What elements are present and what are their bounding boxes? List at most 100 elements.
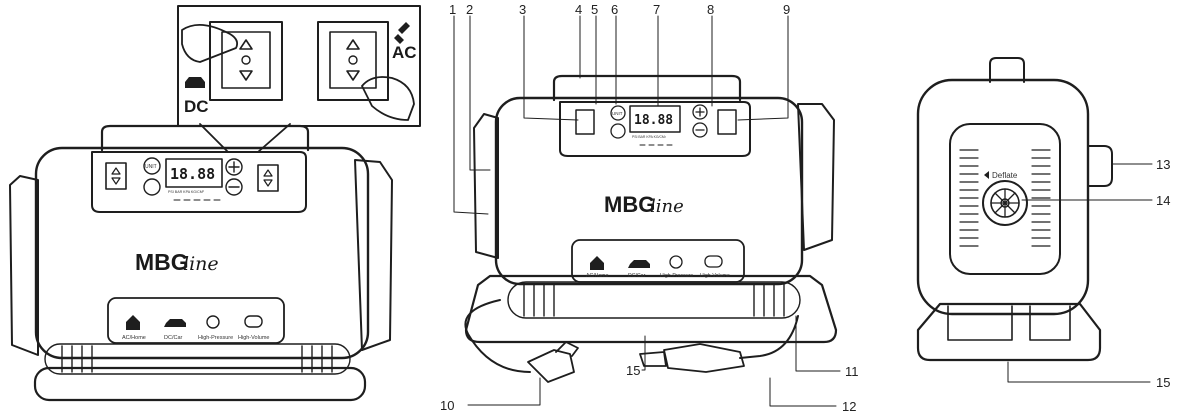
- right-base: [916, 302, 1102, 362]
- inset-pointer: [199, 123, 291, 153]
- right-vent-left: [959, 149, 979, 247]
- leader-11: [795, 315, 841, 372]
- leader-2: [469, 15, 491, 171]
- left-front-view: UNIT 18.88 PSI BAR KPA KG/CM² MBG line A…: [9, 124, 393, 402]
- callout-2: 2: [466, 2, 473, 17]
- leader-1: [453, 15, 489, 215]
- svg-text:UNIT: UNIT: [612, 111, 623, 116]
- callout-10: 10: [440, 398, 454, 413]
- right-side-grip: [354, 159, 393, 351]
- middle-view: UNIT 18.88 PSI BAR KPA KG/CM² MBG line A…: [464, 74, 838, 383]
- callout-6: 6: [611, 2, 618, 17]
- left-lcd-value: 18.88: [170, 165, 215, 183]
- middle-right-grip: [797, 103, 835, 251]
- left-unit-button[interactable]: [143, 157, 161, 175]
- svg-text:PSI BAR KPA KG/CM²: PSI BAR KPA KG/CM²: [168, 190, 205, 194]
- inset-dc-finger: [181, 24, 239, 63]
- left-lcd-display: [165, 158, 223, 188]
- callout-11: 11: [845, 364, 859, 379]
- right-inner-panel: [949, 123, 1061, 275]
- left-minus-button[interactable]: [225, 178, 243, 196]
- right-body: [916, 78, 1090, 316]
- svg-text:DC/Car: DC/Car: [164, 335, 183, 341]
- middle-hose-coil: [507, 281, 801, 319]
- right-side-port[interactable]: [1087, 145, 1113, 187]
- middle-lcd-value: 18.88: [634, 113, 673, 128]
- middle-ac-switch[interactable]: [717, 109, 737, 135]
- left-dc-switch[interactable]: [105, 162, 127, 190]
- svg-text:High-Volume: High-Volume: [700, 273, 730, 279]
- callout-12: 12: [842, 399, 856, 414]
- middle-power-cord: [739, 315, 799, 359]
- inset-car-icon: [185, 77, 205, 88]
- inset-plug-icon: [394, 22, 410, 44]
- callout-8: 8: [707, 2, 714, 17]
- middle-base: [464, 274, 838, 344]
- deflate-knob[interactable]: [982, 180, 1028, 226]
- callout-9: 9: [783, 2, 790, 17]
- house-icon: [126, 315, 140, 330]
- switch-inset: DC AC: [177, 5, 421, 153]
- callout-3: 3: [519, 2, 526, 17]
- middle-minus-button[interactable]: [692, 122, 708, 138]
- middle-unit-button[interactable]: [610, 105, 626, 121]
- left-ac-switch[interactable]: [257, 164, 279, 192]
- middle-plus-button[interactable]: [692, 104, 708, 120]
- middle-body: [494, 96, 804, 286]
- inset-box: [177, 5, 421, 127]
- left-plus-button[interactable]: [225, 158, 243, 176]
- gear-icon: [669, 255, 683, 269]
- right-side-view: Deflate: [916, 57, 1113, 362]
- svg-text:High-Pressure: High-Pressure: [198, 335, 233, 341]
- callout-15-mid: 15: [626, 363, 640, 378]
- right-top-connector: [989, 57, 1025, 83]
- inset-dc-switch[interactable]: [209, 21, 283, 101]
- svg-text:High-Volume: High-Volume: [238, 335, 270, 341]
- inset-ac-switch[interactable]: [317, 21, 389, 101]
- house-icon: [590, 256, 604, 270]
- left-side-grip: [9, 175, 39, 356]
- right-vent-right: [1031, 149, 1051, 247]
- svg-text:line: line: [650, 196, 684, 217]
- callout-15-right: 15: [1156, 375, 1170, 390]
- callout-numbers: 1 2 3 4 5 6 7 8 9 10 11 12 13 14 15 15: [440, 2, 1170, 414]
- leader-3: [523, 15, 579, 121]
- left-brand-logo: MBG: [135, 249, 189, 275]
- middle-control-panel: [559, 101, 751, 157]
- callout-5: 5: [591, 2, 598, 17]
- callout-14: 14: [1156, 193, 1170, 208]
- middle-air-hose: [464, 299, 531, 373]
- svg-text:AC/Home: AC/Home: [586, 273, 609, 279]
- middle-mode-panel: [571, 239, 745, 283]
- leader-15-mid: [641, 335, 646, 371]
- middle-car-plug: [639, 343, 745, 373]
- left-mode-panel: [107, 297, 285, 344]
- middle-light-button[interactable]: [610, 123, 626, 139]
- deflate-label: Deflate: [992, 171, 1018, 180]
- middle-handle: [552, 74, 742, 102]
- fan-icon: [244, 315, 263, 328]
- svg-text:DC/Car: DC/Car: [628, 273, 646, 279]
- callout-1: 1: [449, 2, 456, 17]
- svg-text:AC/Home: AC/Home: [122, 335, 146, 341]
- deflate-arrow-icon: [984, 171, 989, 179]
- middle-lcd-display: [629, 105, 681, 133]
- svg-text:High-Pressure: High-Pressure: [660, 273, 693, 279]
- gear-icon: [206, 315, 220, 329]
- left-body: [34, 146, 370, 360]
- callout-13: 13: [1156, 157, 1170, 172]
- svg-text:UNIT: UNIT: [145, 164, 157, 170]
- leader-12: [769, 377, 837, 407]
- middle-brand-logo: MBG: [604, 192, 655, 217]
- left-light-button[interactable]: [143, 178, 161, 196]
- leader-10: [467, 377, 541, 406]
- left-mode-icons: [126, 315, 263, 330]
- inset-dc-label: DC: [184, 97, 209, 116]
- fan-icon: [704, 255, 723, 268]
- leader-15-right: [1007, 361, 1151, 383]
- leader-9: [737, 15, 789, 121]
- middle-left-grip: [473, 113, 499, 259]
- left-control-panel: [91, 151, 307, 213]
- middle-dc-switch[interactable]: [575, 109, 595, 135]
